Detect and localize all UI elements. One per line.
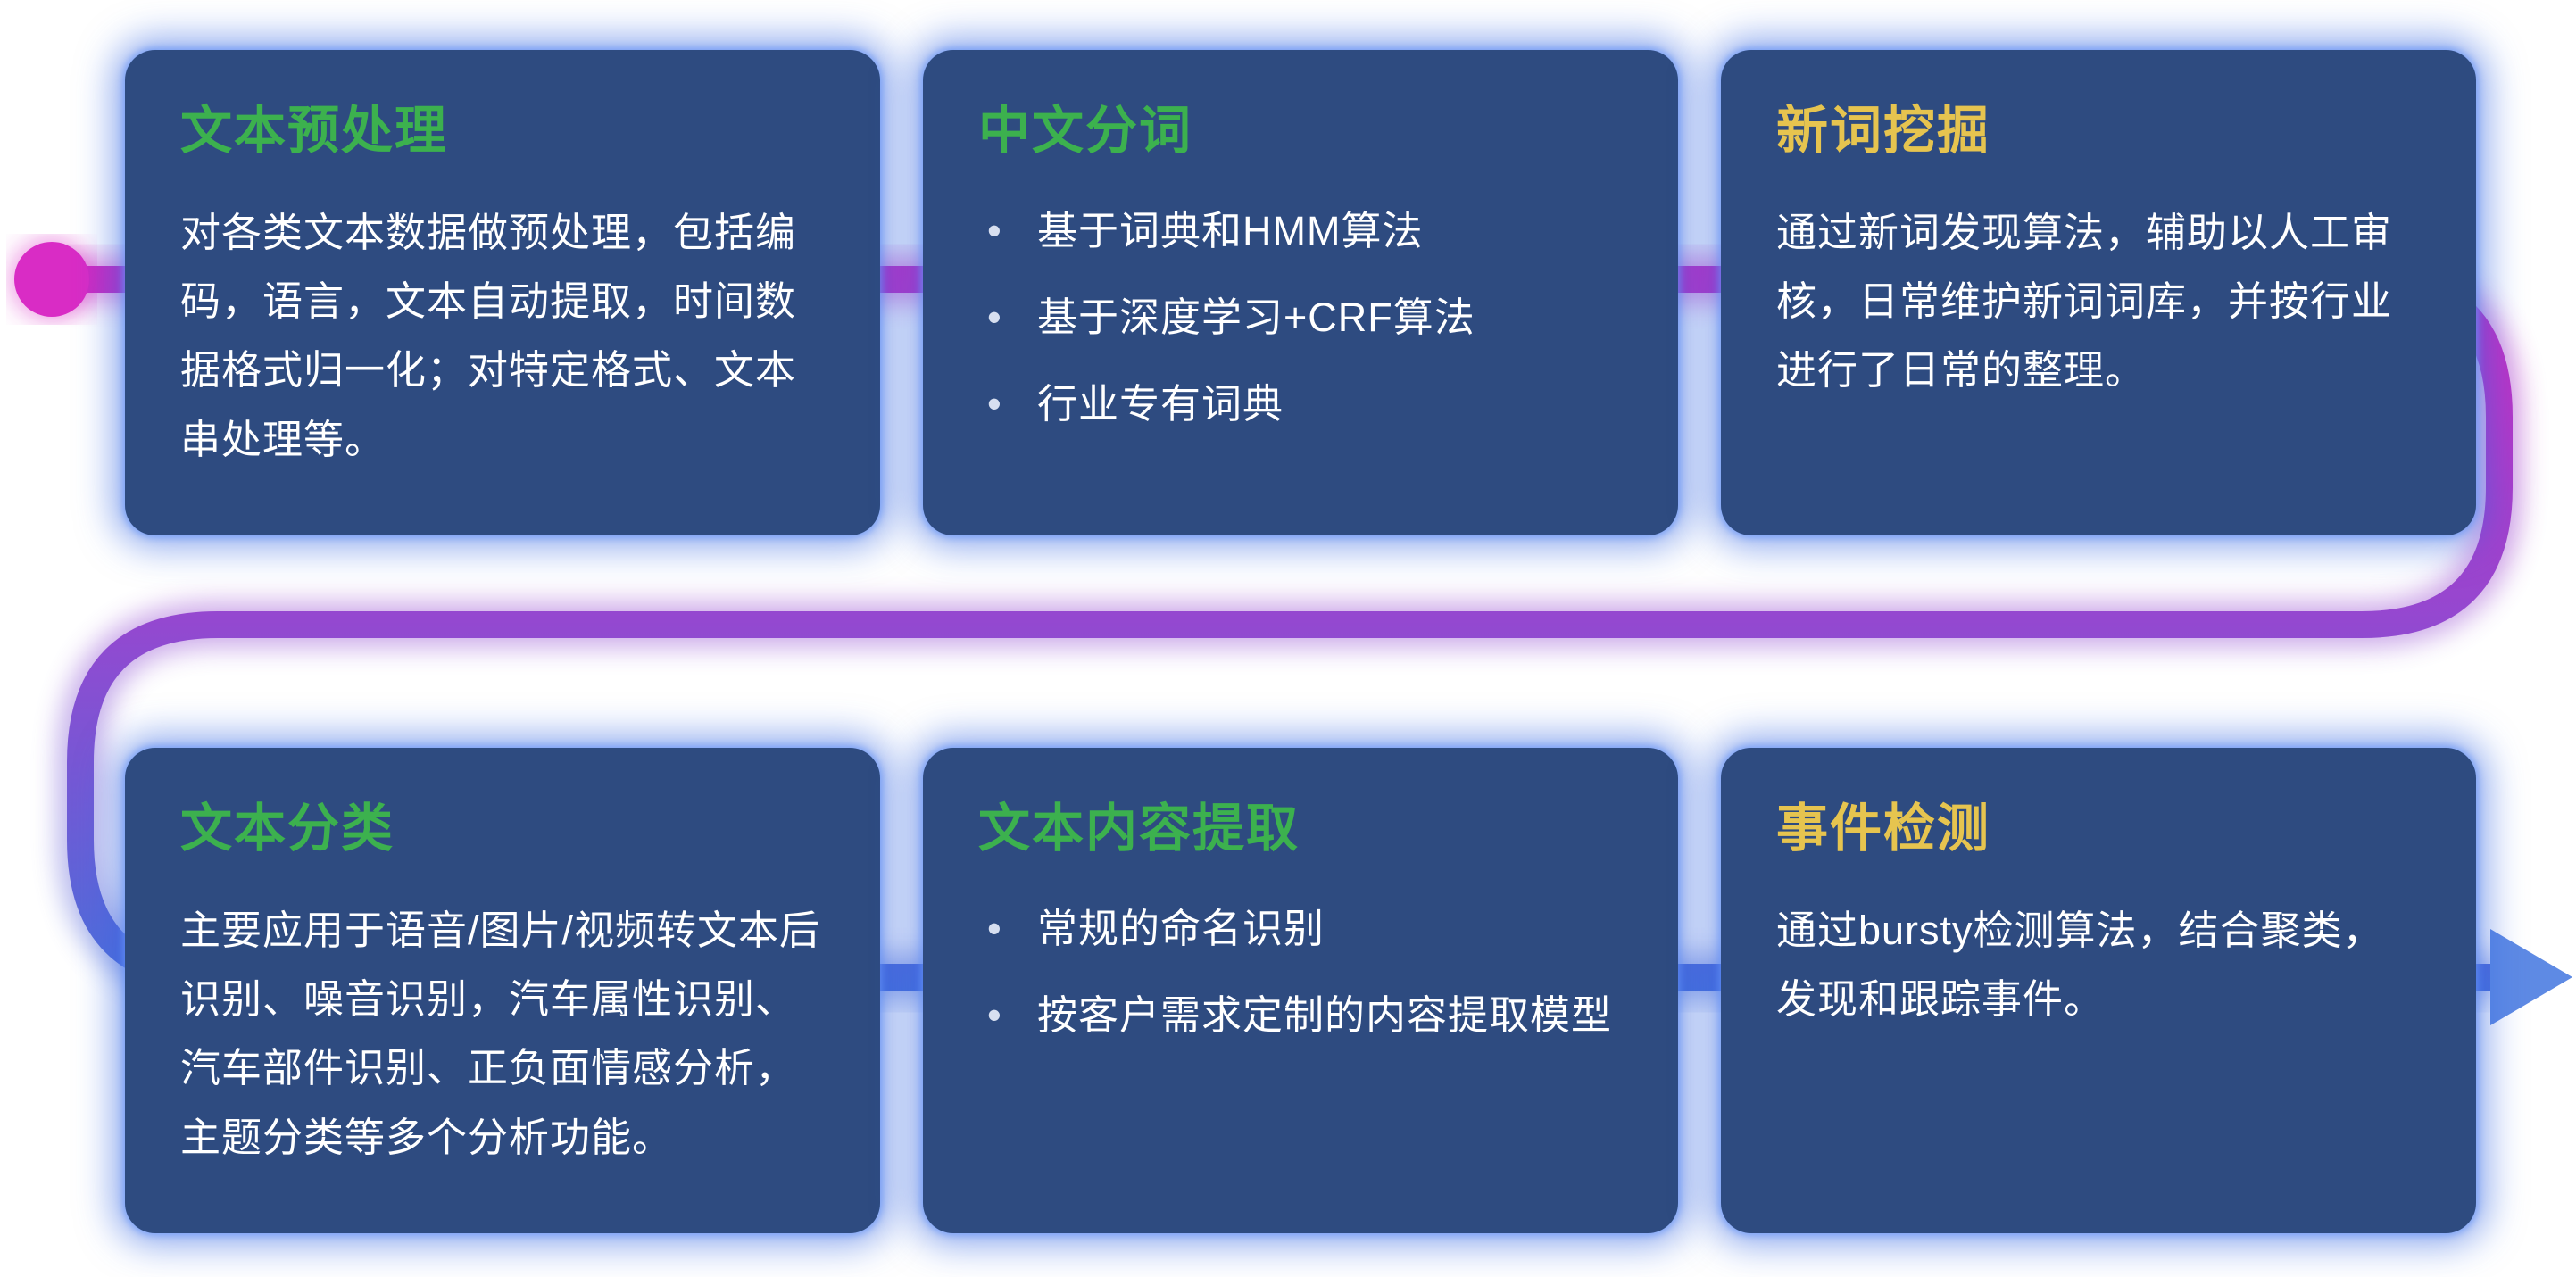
card-title: 文本预处理 [180,102,449,160]
bullet-item: 常规的命名识别 [978,900,1623,958]
card-bullet-list: 常规的命名识别 按客户需求定制的内容提取模型 [978,900,1623,1045]
card-paragraph: 通过新词发现算法，辅助以人工审核，日常维护新词词库，并按行业进行了日常的整理。 [1776,209,2393,394]
flow-start-dot [14,242,89,317]
card-new-word-mining: 新词挖掘 通过新词发现算法，辅助以人工审核，日常维护新词词库，并按行业进行了日常… [1721,50,2476,535]
card-title: 文本内容提取 [978,800,1300,858]
bullet-item: 基于深度学习+CRF算法 [978,288,1623,347]
card-paragraph: 对各类文本数据做预处理，包括编码，语言，文本自动提取，时间数据格式归一化；对特定… [180,209,797,462]
flow-end-arrow-icon [2490,929,2572,1025]
card-title: 事件检测 [1776,800,1991,858]
flow-path [52,266,2513,991]
bullet-item: 按客户需求定制的内容提取模型 [978,986,1623,1045]
card-paragraph: 通过bursty检测算法，结合聚类，发现和跟踪事件。 [1776,907,2384,1022]
card-event-detection: 事件检测 通过bursty检测算法，结合聚类，发现和跟踪事件。 [1721,748,2476,1233]
card-text-preprocessing: 文本预处理 对各类文本数据做预处理，包括编码，语言，文本自动提取，时间数据格式归… [125,50,880,535]
card-paragraph: 主要应用于语音/图片/视频转文本后识别、噪音识别，汽车属性识别、汽车部件识别、正… [180,907,821,1160]
card-chinese-word-segmentation: 中文分词 基于词典和HMM算法 基于深度学习+CRF算法 行业专有词典 [923,50,1678,535]
card-bullet-list: 基于词典和HMM算法 基于深度学习+CRF算法 行业专有词典 [978,202,1623,434]
card-text-content-extraction: 文本内容提取 常规的命名识别 按客户需求定制的内容提取模型 [923,748,1678,1233]
card-title: 文本分类 [180,800,395,858]
card-title: 新词挖掘 [1776,102,1991,160]
bullet-item: 行业专有词典 [978,375,1623,434]
bullet-item: 基于词典和HMM算法 [978,202,1623,261]
card-title: 中文分词 [978,102,1193,160]
card-text-classification: 文本分类 主要应用于语音/图片/视频转文本后识别、噪音识别，汽车属性识别、汽车部… [125,748,880,1233]
